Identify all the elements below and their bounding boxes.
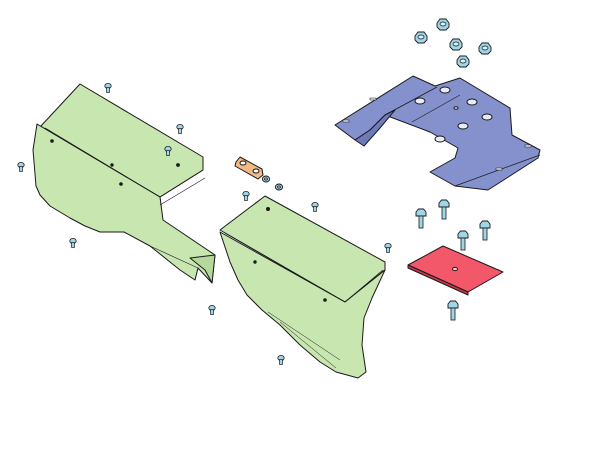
flange-nuts xyxy=(414,18,492,68)
flange-nut-icon xyxy=(478,42,492,55)
mount-bracket xyxy=(334,75,541,191)
screw-icon xyxy=(176,124,184,134)
flange-nut-icon xyxy=(456,55,470,68)
screw-icon xyxy=(277,354,285,365)
washers xyxy=(261,175,284,191)
screw-icon xyxy=(242,190,250,201)
screw-icon xyxy=(104,83,112,93)
hex-bolt-icon xyxy=(415,208,427,229)
screw-icon xyxy=(17,161,25,172)
left-panel-end-lip xyxy=(189,254,216,284)
right-panel-side-wall xyxy=(219,231,386,379)
screw-icon xyxy=(384,242,392,253)
hex-bolt-icon xyxy=(447,300,459,321)
screw-icon xyxy=(208,304,216,315)
hex-bolt-icon xyxy=(438,199,450,220)
washer-icon xyxy=(261,175,271,183)
link-plate xyxy=(234,156,264,180)
flange-nut-icon xyxy=(414,31,428,44)
hex-bolt-icon xyxy=(457,230,469,251)
screw-icon xyxy=(69,237,77,248)
flange-nut-icon xyxy=(449,38,463,51)
rubber-pad xyxy=(407,245,504,296)
left-side-panel xyxy=(32,83,216,284)
flange-nut-icon xyxy=(436,18,450,31)
screw-icon xyxy=(311,201,319,212)
right-side-panel xyxy=(219,195,386,379)
washer-icon xyxy=(274,183,284,191)
hex-bolt-icon xyxy=(479,220,491,241)
